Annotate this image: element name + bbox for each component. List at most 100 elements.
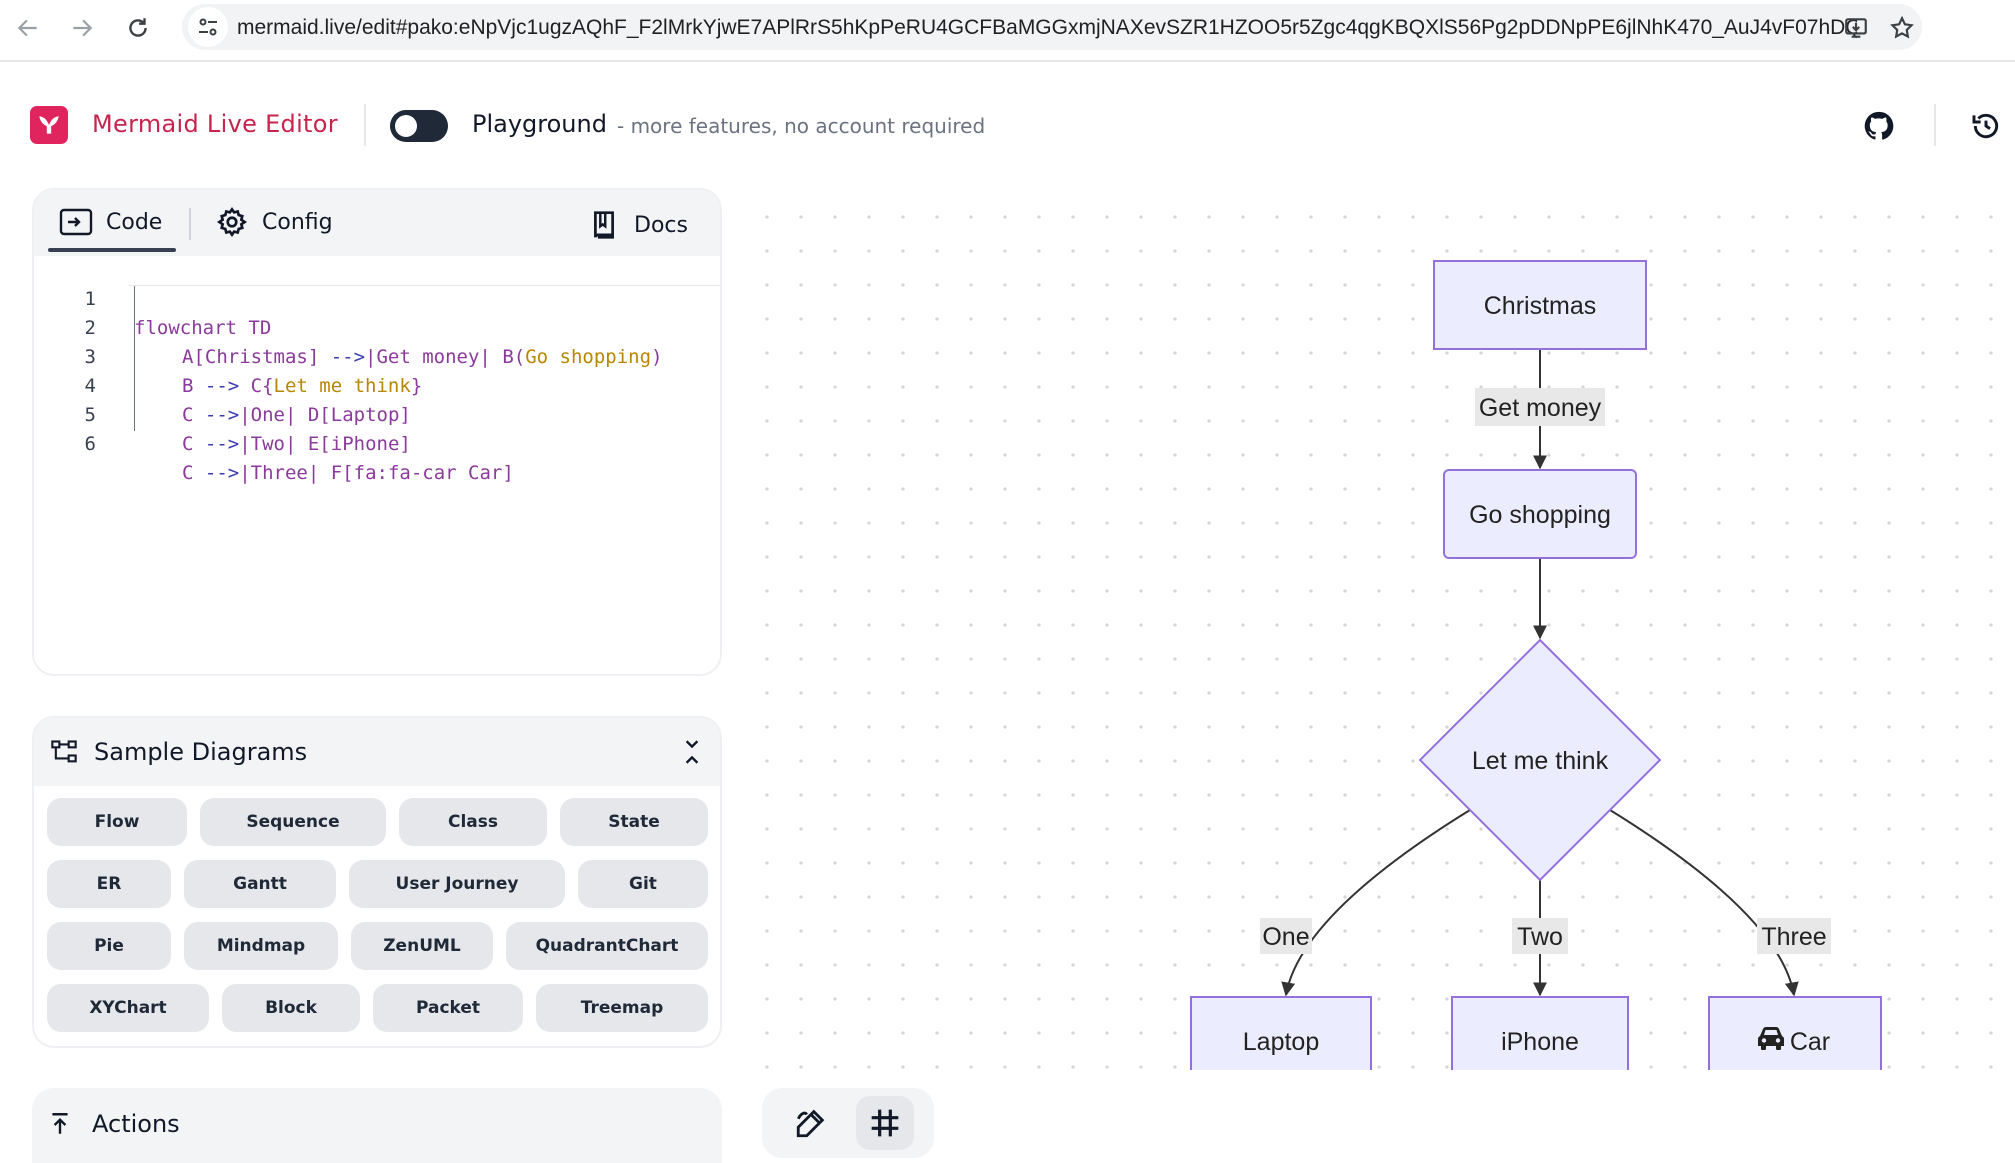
reload-button[interactable]: [118, 8, 158, 48]
code-token: fa:fa-car Car: [353, 462, 503, 484]
sample-diagrams-title: Sample Diagrams: [94, 738, 308, 766]
editor-tabs: Code Config Docs: [34, 190, 720, 257]
code-token: B: [490, 346, 514, 368]
grid-hash-icon: [871, 1109, 899, 1137]
github-icon: [1864, 111, 1894, 140]
sample-sequence-button[interactable]: Sequence: [200, 798, 386, 846]
github-button[interactable]: [1855, 102, 1903, 150]
code-line[interactable]: 5 C -->|Two| E[iPhone]: [34, 372, 720, 455]
edge-think-to-laptop: [1281, 809, 1471, 997]
sample-quadrantchart-button[interactable]: QuadrantChart: [506, 922, 708, 970]
address-bar[interactable]: mermaid.live/edit#pako:eNpVjc1ugzAQhF_F2…: [182, 4, 1922, 50]
tab-code-label: Code: [106, 209, 163, 235]
hand-draw-toggle-button[interactable]: [782, 1096, 840, 1150]
arrow-up-to-line-icon: [44, 1108, 76, 1140]
edge-label-text: One: [1262, 923, 1309, 951]
sample-pie-button[interactable]: Pie: [47, 922, 171, 970]
chevrons-collapse-icon: [685, 740, 699, 764]
sample-user-journey-button[interactable]: User Journey: [349, 860, 565, 908]
code-token: ]: [399, 433, 411, 455]
node-car[interactable]: Car: [1708, 996, 1882, 1070]
code-token: C: [182, 404, 194, 426]
sample-xychart-button[interactable]: XYChart: [47, 984, 209, 1032]
tab-docs[interactable]: Docs: [586, 193, 688, 257]
sample-gantt-button[interactable]: Gantt: [184, 860, 336, 908]
code-line[interactable]: 4 C -->|One| D[Laptop]: [34, 343, 720, 426]
code-text: C -->|Two| E[iPhone]: [182, 430, 411, 459]
code-token: ]: [399, 404, 411, 426]
code-token: |Two|: [239, 433, 297, 455]
edge-label-one: One: [1260, 918, 1312, 954]
code-line[interactable]: 1 flowchart TD: [34, 256, 720, 339]
node-label: Christmas: [1484, 292, 1597, 320]
actions-panel[interactable]: Actions: [32, 1088, 722, 1163]
sample-zenuml-button[interactable]: ZenUML: [351, 922, 493, 970]
line-number: 5: [84, 404, 96, 426]
sample-class-button[interactable]: Class: [399, 798, 547, 846]
node-label: iPhone: [1501, 1028, 1579, 1056]
url-text[interactable]: mermaid.live/edit#pako:eNpVjc1ugzAQhF_F2…: [237, 16, 1857, 39]
code-line[interactable]: 2 A[Christmas] -->|Get money| B(Go shopp…: [34, 285, 720, 368]
playground-toggle[interactable]: [390, 110, 448, 142]
code-token: A[Christmas]: [182, 346, 320, 368]
actions-title: Actions: [92, 1110, 180, 1138]
site-settings-button[interactable]: [188, 7, 228, 47]
sample-diagrams-panel: Sample Diagrams Flow Sequence Class Stat…: [32, 716, 722, 1048]
code-token: C{: [239, 375, 274, 397]
mermaid-logo[interactable]: [30, 106, 68, 144]
code-token: F[: [319, 462, 354, 484]
line-number: 6: [84, 433, 96, 455]
code-line[interactable]: 6 C -->|Three| F[fa:fa-car Car]: [34, 401, 720, 484]
code-token: |One|: [239, 404, 297, 426]
active-tab-indicator: [48, 248, 176, 252]
sample-block-button[interactable]: Block: [222, 984, 360, 1032]
node-christmas[interactable]: Christmas: [1433, 260, 1647, 350]
code-token: -->: [193, 462, 240, 484]
sample-diagrams-header[interactable]: Sample Diagrams: [34, 718, 720, 786]
node-iphone[interactable]: iPhone: [1451, 996, 1629, 1070]
history-button[interactable]: [1962, 102, 2010, 150]
sample-er-button[interactable]: ER: [47, 860, 171, 908]
tab-code[interactable]: Code: [58, 190, 162, 254]
sample-packet-button[interactable]: Packet: [373, 984, 523, 1032]
sample-git-button[interactable]: Git: [578, 860, 708, 908]
bookmark-button[interactable]: [1888, 14, 1916, 42]
collapse-button[interactable]: [676, 736, 708, 768]
arrow-right-icon: [73, 19, 93, 37]
diagram-canvas[interactable]: Get money One Two Three Christmas Go sho…: [740, 190, 2015, 1070]
node-let-me-think[interactable]: Let me think: [1418, 638, 1662, 882]
sample-mindmap-button[interactable]: Mindmap: [184, 922, 338, 970]
edge-label-three: Three: [1757, 918, 1831, 954]
indent-guide: [134, 286, 135, 431]
edge-label-text: Two: [1517, 923, 1563, 951]
star-icon: [1890, 15, 1914, 39]
mermaid-logo-icon: [39, 116, 59, 134]
tab-divider: [189, 208, 191, 240]
node-laptop[interactable]: Laptop: [1190, 996, 1372, 1070]
car-icon: [1758, 1027, 1784, 1050]
forward-button[interactable]: [62, 8, 102, 48]
code-token: }: [410, 375, 423, 397]
node-label: Car: [1790, 1028, 1830, 1056]
app-title[interactable]: Mermaid Live Editor: [92, 110, 338, 138]
sample-state-button[interactable]: State: [560, 798, 708, 846]
canvas-toolbar: [762, 1088, 934, 1158]
install-app-button[interactable]: [1842, 14, 1870, 42]
sample-treemap-button[interactable]: Treemap: [536, 984, 708, 1032]
code-token: C: [182, 433, 194, 455]
tab-config[interactable]: Config: [214, 190, 333, 254]
code-text: A[Christmas] -->|Get money| B(Go shoppin…: [182, 343, 663, 372]
edge-label-get-money: Get money: [1475, 388, 1605, 426]
code-text: B --> C{Let me think}: [182, 372, 422, 401]
line-number: 3: [84, 346, 96, 368]
playground-title: Playground: [472, 110, 607, 138]
node-go-shopping[interactable]: Go shopping: [1443, 469, 1637, 559]
sample-flow-button[interactable]: Flow: [47, 798, 187, 846]
code-editor[interactable]: 1 flowchart TD 2 A[Christmas] -->|Get mo…: [34, 256, 720, 674]
code-text: C -->|One| D[Laptop]: [182, 401, 411, 430]
back-button[interactable]: [8, 8, 48, 48]
code-line[interactable]: 3 B --> C{Let me think}: [34, 314, 720, 397]
node-label: Laptop: [1243, 1028, 1319, 1056]
app-header: Mermaid Live Editor Playground - more fe…: [0, 62, 2015, 190]
grid-toggle-button[interactable]: [856, 1096, 914, 1150]
